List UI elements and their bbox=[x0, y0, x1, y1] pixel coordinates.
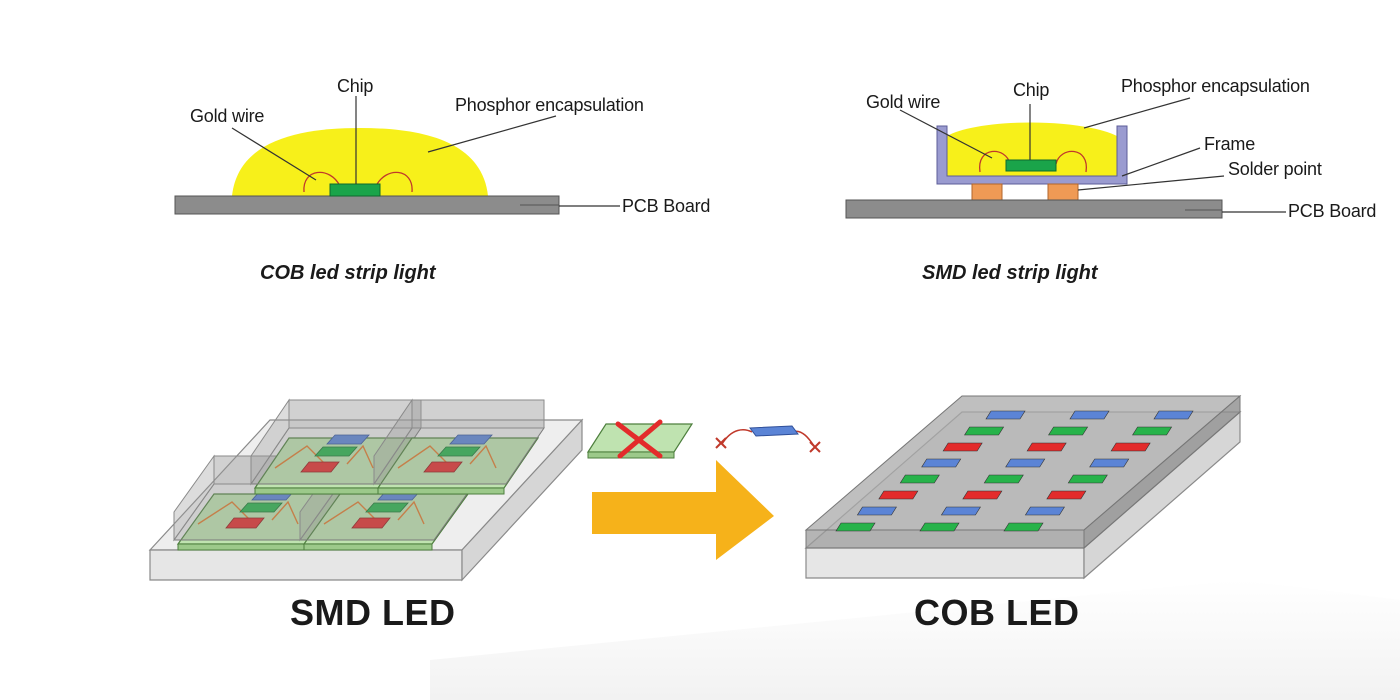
blue-led bbox=[940, 506, 981, 516]
smd-phosphor bbox=[947, 122, 1117, 176]
cob-led-title: COB LED bbox=[914, 592, 1080, 633]
green-led bbox=[835, 522, 876, 532]
blue-led bbox=[856, 506, 897, 516]
cob-phosphor-dome bbox=[232, 128, 488, 196]
green-led bbox=[239, 502, 283, 513]
red-led bbox=[300, 461, 340, 473]
smd-caption: SMD led strip light bbox=[922, 262, 1098, 284]
smd-solder-label: Solder point bbox=[1228, 159, 1322, 179]
cob-encapsulation-front bbox=[805, 529, 1085, 549]
red-led bbox=[962, 490, 1003, 500]
smd-solder-right bbox=[1047, 183, 1079, 201]
smd-pcb-label: PCB Board bbox=[1288, 201, 1377, 221]
blue-led bbox=[1153, 410, 1194, 420]
cob-caption: COB led strip light bbox=[260, 262, 436, 284]
removed-smd-package bbox=[586, 419, 694, 459]
smd-led-module bbox=[148, 398, 584, 582]
smd-led-title: SMD LED bbox=[290, 592, 456, 633]
x-mark-icon bbox=[715, 437, 821, 453]
smd-chip bbox=[1005, 159, 1057, 172]
blue-led bbox=[1005, 458, 1046, 468]
smd-cross-section bbox=[845, 97, 1286, 219]
smd-chip-label: Chip bbox=[1013, 80, 1050, 100]
green-led bbox=[1067, 474, 1108, 484]
green-led bbox=[964, 426, 1005, 436]
cob-pcb-label: PCB Board bbox=[622, 196, 711, 216]
blue-led bbox=[326, 434, 370, 445]
green-led bbox=[314, 446, 358, 457]
green-led bbox=[983, 474, 1024, 484]
red-led bbox=[878, 490, 919, 500]
red-led bbox=[1026, 442, 1067, 452]
cob-led-module bbox=[804, 394, 1242, 580]
red-led bbox=[1046, 490, 1087, 500]
red-led bbox=[351, 517, 391, 529]
blue-led bbox=[1089, 458, 1130, 468]
red-led bbox=[225, 517, 265, 529]
green-led bbox=[919, 522, 960, 532]
blue-led bbox=[985, 410, 1026, 420]
blue-led bbox=[449, 434, 493, 445]
cob-encapsulation-side bbox=[1083, 394, 1241, 550]
cob-phosphor-label: Phosphor encapsulation bbox=[455, 95, 644, 115]
red-led bbox=[1110, 442, 1151, 452]
cob-chip bbox=[329, 183, 381, 197]
cob-gold-wire-label: Gold wire bbox=[190, 106, 265, 126]
red-led bbox=[423, 461, 463, 473]
cob-gold-wire-left bbox=[303, 171, 341, 193]
cob-pcb-board bbox=[174, 195, 560, 215]
smd-gold-wire-right bbox=[1055, 150, 1087, 173]
transition-arrow bbox=[592, 460, 774, 560]
floor-shade bbox=[430, 580, 1400, 700]
cob-cross-section bbox=[174, 96, 620, 215]
smd-package bbox=[373, 398, 545, 495]
blue-led bbox=[921, 458, 962, 468]
removed-wire bbox=[715, 425, 821, 453]
blue-led bbox=[1069, 410, 1110, 420]
smd-frame-label: Frame bbox=[1204, 134, 1256, 154]
blue-led bbox=[1024, 506, 1065, 516]
green-led bbox=[1048, 426, 1089, 436]
smd-solder-left bbox=[971, 183, 1003, 201]
green-led bbox=[1132, 426, 1173, 436]
green-led bbox=[437, 446, 481, 457]
green-led bbox=[1003, 522, 1044, 532]
red-led bbox=[942, 442, 983, 452]
smd-gold-wire-label: Gold wire bbox=[866, 92, 941, 112]
smd-package bbox=[250, 398, 422, 495]
cob-base-front bbox=[805, 547, 1085, 579]
smd-phosphor-label: Phosphor encapsulation bbox=[1121, 76, 1310, 96]
smd-base-front bbox=[149, 549, 463, 581]
cob-chip-label: Chip bbox=[337, 76, 374, 96]
cob-gold-wire-right bbox=[375, 171, 413, 193]
green-led bbox=[899, 474, 940, 484]
smd-base-side bbox=[461, 418, 583, 582]
smd-pcb-board bbox=[845, 199, 1223, 219]
green-led bbox=[365, 502, 409, 513]
